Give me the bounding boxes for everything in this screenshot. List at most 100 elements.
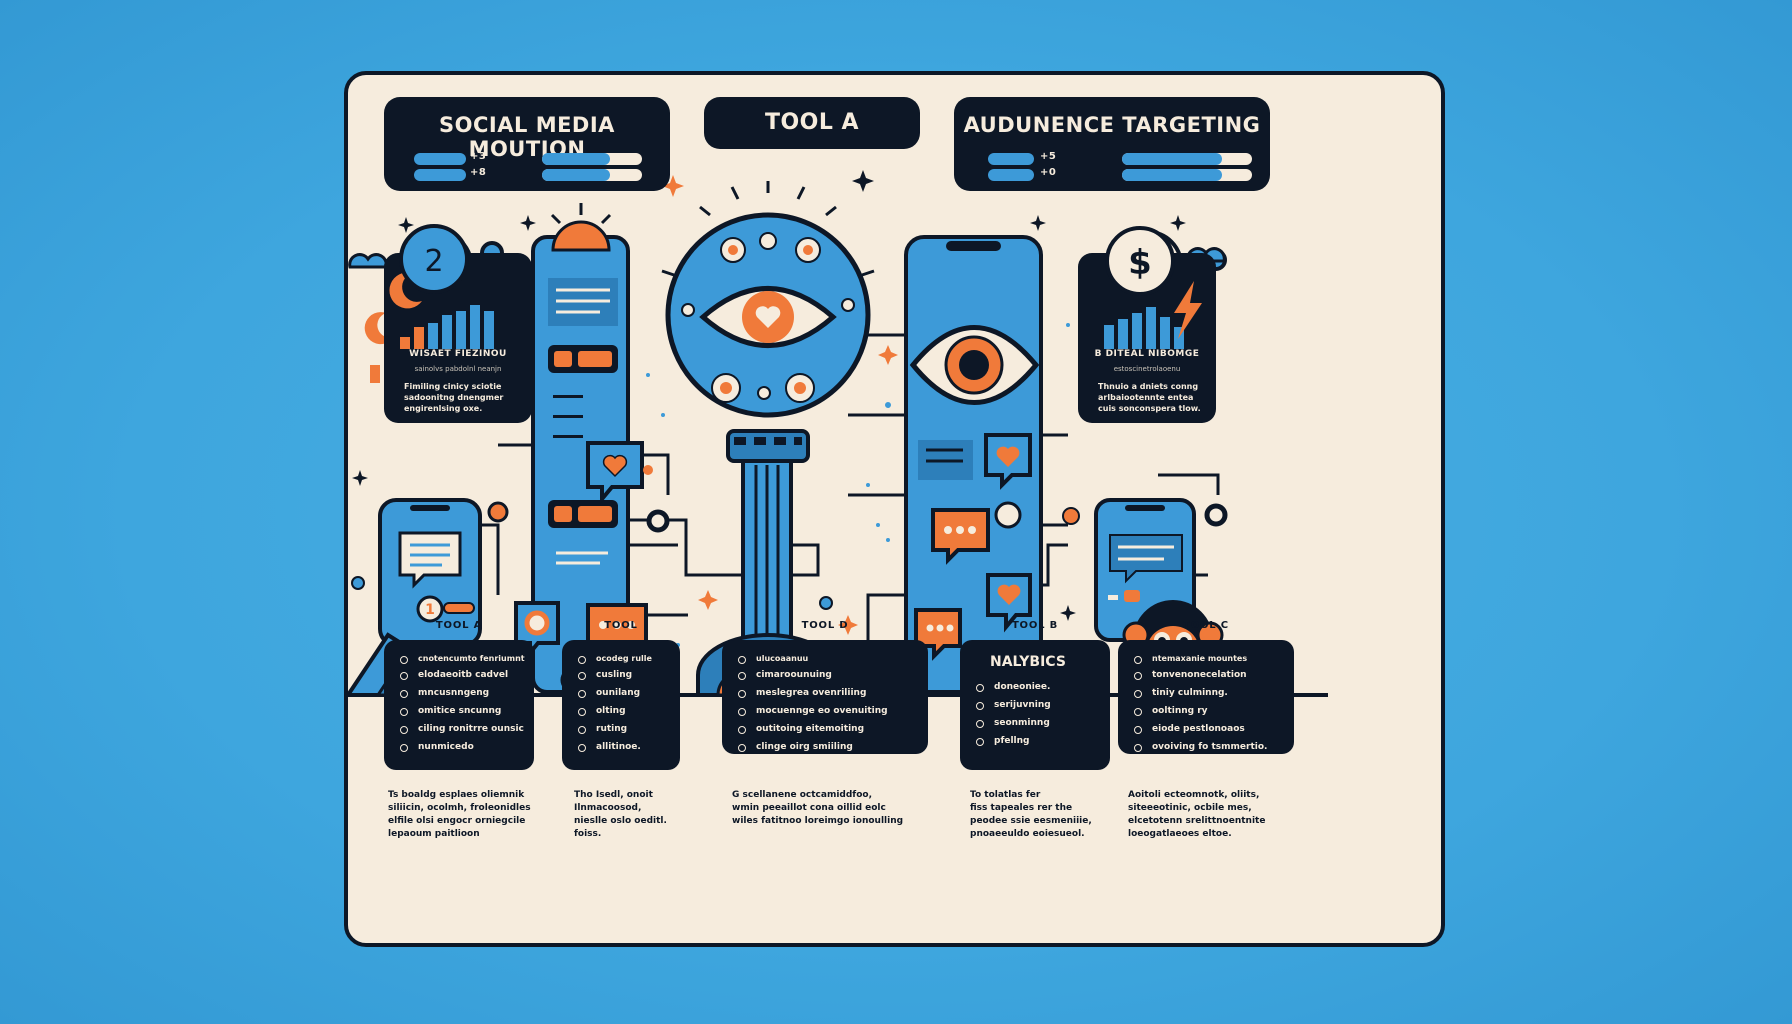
tool-description-line: fiss tapeales rer the — [970, 803, 1073, 813]
tool-feature-item: eiode pestlonoaos — [1134, 724, 1286, 735]
tool-feature-item: doneoniee. — [976, 682, 1102, 693]
header-title: TOOL A — [764, 110, 860, 135]
tool-feature-item: ovoiving fo tsmmertio. — [1134, 742, 1286, 753]
header-title: AUDUNENCE TARGETING — [963, 113, 1261, 137]
tool-column-title: TOOL D — [801, 620, 849, 631]
tool-feature-item: ciling ronitrre ounsic — [400, 724, 526, 735]
header-audience-targeting: AUDUNENCE TARGETING +5 +0 — [954, 97, 1270, 191]
tool-column-title: TOOL A — [435, 620, 483, 631]
tool-feature-item: clinge oirg smiiling — [738, 742, 920, 753]
tool-description-line: lepaoum paitlioon — [388, 829, 480, 839]
tool-description-line: Ilnmacoosod, — [574, 803, 642, 813]
tool-feature-item: ooltinng ry — [1134, 706, 1286, 717]
tool-description-line: pnoaeeuldo eoiesueol. — [970, 829, 1085, 839]
moon-icon — [364, 312, 394, 345]
tool-feature-item: cusling — [578, 670, 672, 681]
tool-column-title: TOOL — [604, 620, 638, 631]
tool-description-line: nieslle oslo oeditl. — [574, 816, 667, 826]
bar-value: +8 — [470, 167, 487, 178]
infographic-board: 1 — [344, 71, 1445, 947]
tool-description-line: To tolatlas fer — [970, 790, 1041, 800]
header-title: SOCIAL MEDIA MOUTION — [439, 113, 615, 161]
card-line: sadoonitng dnengmer — [404, 393, 504, 402]
tool-description-line: wmin peeaillot cona oillid eolc — [732, 803, 886, 813]
tool-feature-item: elodaeoitb cadvel — [400, 670, 526, 681]
tool-description-line: Ts boaldg esplaes oliemnik — [388, 790, 525, 800]
tool-description-line: siteeeotinic, ocbile mes, — [1128, 803, 1252, 813]
tool-a-tower — [661, 181, 875, 697]
tool-feature-list: doneoniee. serijuvning seonminng pfellng — [976, 682, 1102, 754]
progress-fill — [1122, 169, 1222, 181]
tool-feature-item: cnotencumto fenriumnt — [400, 654, 526, 664]
eye-icon — [699, 286, 837, 348]
tool-description-line: Aoitoli ecteomnotk, oliits, — [1128, 790, 1260, 800]
tool-feature-item: ntemaxanie mountes — [1134, 654, 1286, 664]
tool-feature-item: ulucoaanuu — [738, 654, 920, 664]
card-line: engirenlsing oxe. — [404, 404, 483, 413]
header-social-media: SOCIAL MEDIA MOUTION +3 +8 — [384, 97, 670, 191]
bar-value: +3 — [470, 151, 487, 162]
bar-value: +0 — [1040, 167, 1057, 178]
info-card-right: B DITEAL NIBOMGE estoscinetrolaoenu Thnu… — [1078, 253, 1216, 423]
tool-feature-list: cnotencumto fenriumnt elodaeoitb cadvel mn… — [400, 654, 526, 760]
chat-bubble-icon — [931, 508, 990, 565]
tool-feature-item: tiniy culminng. — [1134, 688, 1286, 699]
tool-description-line: elcetotenn srelittnoentnite — [1128, 816, 1266, 826]
card-line: cuis sonconspera tlow. — [1098, 404, 1201, 413]
progress-bar — [414, 169, 466, 181]
tool-feature-item: nunmicedo — [400, 742, 526, 753]
card-subtitle: sainolvs pabdolnl neanjn — [414, 365, 502, 373]
tool-feature-item: outitoing eitemoiting — [738, 724, 920, 735]
info-card-left: WISAET FIEZINOU sainolvs pabdolnl neanjn… — [384, 253, 532, 423]
tool-description-line: foiss. — [574, 829, 602, 839]
tool-feature-item: serijuvning — [976, 700, 1102, 711]
tool-card: ntemaxanie mountes tonvenonecelation tiniy… — [1118, 640, 1294, 754]
progress-bar — [988, 169, 1034, 181]
tool-feature-item: pfellng — [976, 736, 1102, 747]
tool-feature-item: ruting — [578, 724, 672, 735]
card-line: Fimiling cinicy sciotie — [404, 382, 502, 391]
tool-feature-item: omitice sncunng — [400, 706, 526, 717]
progress-bar — [414, 153, 466, 165]
progress-fill — [542, 153, 610, 165]
header-tool-a: TOOL A — [704, 97, 920, 149]
tool-feature-item: allitinoe. — [578, 742, 672, 753]
progress-fill — [1122, 153, 1222, 165]
tool-column-title: TOOL B — [1011, 620, 1059, 631]
tool-description-line: peodee ssie eesmeniiie, — [970, 816, 1092, 826]
left-phone-number: 1 — [425, 602, 435, 618]
chat-bubble-icon — [398, 531, 462, 589]
tool-card: cnotencumto fenriumnt elodaeoitb cadvel mn… — [384, 640, 534, 770]
tool-feature-list: ulucoaanuu cimaroounuing meslegrea ovenril… — [738, 654, 920, 760]
card-line: Thnuio a dniets conng — [1098, 382, 1199, 391]
tool-description-line: elfile olsi engocr orniegcile — [388, 816, 526, 826]
progress-fill — [542, 169, 610, 181]
tool-card: ulucoaanuu cimaroounuing meslegrea ovenril… — [722, 640, 928, 754]
card-heading: WISAET FIEZINOU — [409, 349, 507, 359]
tool-feature-item: mocuennge eo ovenuiting — [738, 706, 920, 717]
tool-feature-item: ounilang — [578, 688, 672, 699]
tool-feature-item: mncusnngeng — [400, 688, 526, 699]
tool-card-name: NALYBICS — [990, 654, 1066, 670]
tool-column-title: TOOL C — [1183, 620, 1229, 631]
tool-description-line: wiles fatitnoo loreimgo ionoulling — [732, 816, 904, 826]
card-line: arlbaiootennte entea — [1098, 393, 1194, 402]
tool-description-line: G scellanene octcamiddfoo, — [732, 790, 872, 800]
tool-feature-item: seonminng — [976, 718, 1102, 729]
card-heading: B DITEAL NIBOMGE — [1094, 349, 1200, 359]
tool-feature-item: cimaroounuing — [738, 670, 920, 681]
tool-feature-item: meslegrea ovenriliing — [738, 688, 920, 699]
tool-feature-list: ntemaxanie mountes tonvenonecelation tiniy… — [1134, 654, 1286, 760]
tool-description-line: siliicin, ocolmh, froleonidles — [388, 803, 531, 813]
heart-icon — [586, 441, 644, 505]
tool-description-line: Tho Isedl, onoit — [574, 790, 653, 800]
progress-bar — [988, 153, 1034, 165]
tool-description-line: loeogatlaeoes eltoe. — [1128, 829, 1232, 839]
bar-value: +5 — [1040, 151, 1057, 162]
tool-feature-item: tonvenonecelation — [1134, 670, 1286, 681]
sparkle-icon — [662, 175, 898, 635]
eye-icon — [909, 325, 1040, 405]
tool-feature-item: ocodeg rulle — [578, 654, 672, 664]
